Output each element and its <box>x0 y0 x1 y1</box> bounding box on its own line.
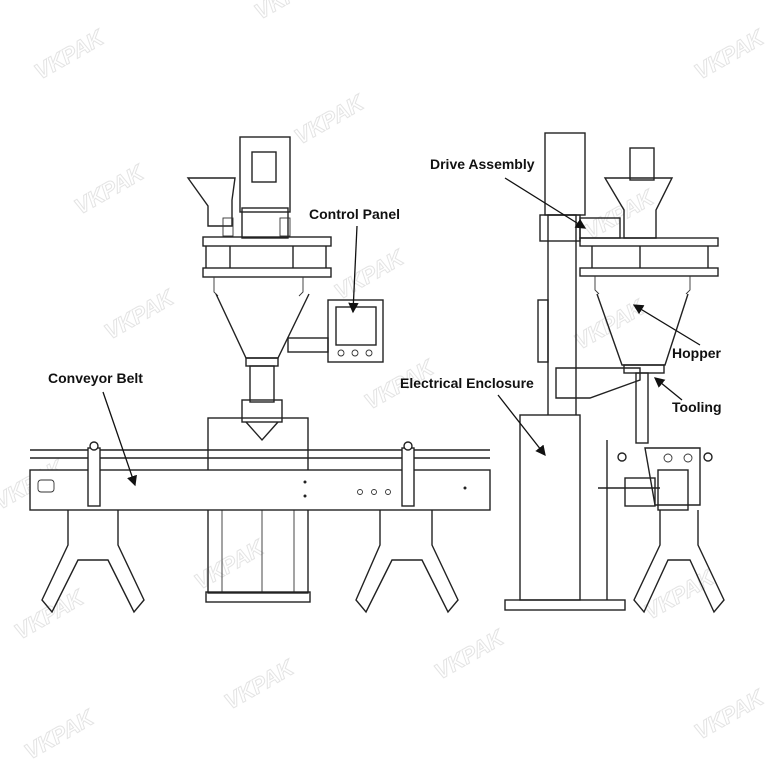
watermark: VKPAK <box>100 284 180 344</box>
side-view-filler <box>504 132 725 614</box>
watermark: VKPAK <box>290 89 370 149</box>
label-tooling: Tooling <box>672 399 722 415</box>
watermark: VKPAK <box>190 534 270 594</box>
label-drive-assembly: Drive Assembly <box>430 156 535 172</box>
watermark: VKPAK <box>570 294 650 354</box>
label-electrical-enclosure: Electrical Enclosure <box>400 375 534 391</box>
watermark: VKPAK <box>430 624 510 684</box>
control-panel <box>287 299 384 363</box>
label-control-panel: Control Panel <box>309 206 400 222</box>
watermark: VKPAK <box>70 159 150 219</box>
callouts: Control Panel Conveyor Belt Drive Assemb… <box>48 156 722 487</box>
watermark: VKPAK <box>250 0 330 24</box>
conveyor <box>29 441 491 614</box>
watermark: VKPAK <box>330 244 410 304</box>
watermark: VKPAK <box>690 684 768 744</box>
watermark: VKPAK <box>10 584 90 644</box>
watermark: VKPAK <box>30 24 110 84</box>
watermark: VKPAK <box>220 654 300 714</box>
label-conveyor-belt: Conveyor Belt <box>48 370 143 386</box>
watermark: VKPAK <box>20 704 100 764</box>
label-hopper: Hopper <box>672 345 722 361</box>
front-view-filler <box>186 136 384 603</box>
watermark: VKPAK <box>690 24 768 84</box>
